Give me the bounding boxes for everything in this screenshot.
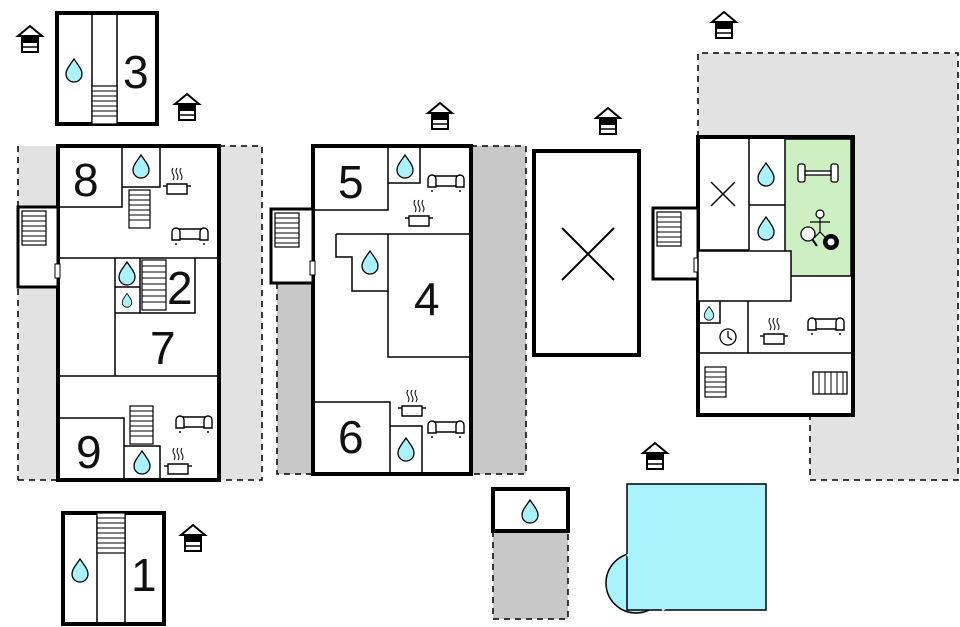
stairs-icon xyxy=(128,189,151,229)
stairs-icon xyxy=(91,85,118,125)
stairs-icon xyxy=(129,405,154,445)
building-bath xyxy=(491,487,570,533)
unit-label-7: 7 xyxy=(150,322,176,374)
unit-label-1: 1 xyxy=(131,549,157,601)
stairs-icon xyxy=(21,210,47,246)
building-left: 8 2 7 9 xyxy=(16,144,221,482)
building-right xyxy=(651,135,855,417)
clock-icon xyxy=(719,328,737,346)
terraces xyxy=(17,52,959,620)
building-crossed xyxy=(532,149,641,357)
unit-label-6: 6 xyxy=(338,411,364,463)
stairs-icon xyxy=(96,512,126,554)
cross-icon xyxy=(710,181,736,207)
house-icon xyxy=(711,11,737,39)
dumbbell-icon xyxy=(797,163,839,183)
house-icon xyxy=(427,102,453,130)
house-icon xyxy=(642,442,668,470)
house-icon xyxy=(174,93,200,121)
unit-3-block: 3 xyxy=(55,11,159,126)
unit-label-3: 3 xyxy=(123,46,149,98)
gym-room xyxy=(784,138,852,277)
stairs-icon xyxy=(141,259,167,311)
billiard-ball-icon xyxy=(823,234,839,250)
pool xyxy=(605,483,767,614)
building-middle: 5 4 6 xyxy=(269,144,473,476)
radiator-icon xyxy=(812,371,848,395)
table-football-icon xyxy=(810,209,830,239)
unit-label-5: 5 xyxy=(338,156,364,208)
unit-1-block: 1 xyxy=(61,511,166,626)
unit-label-9: 9 xyxy=(76,426,102,478)
house-icon xyxy=(595,107,621,135)
unit-label-4: 4 xyxy=(414,273,440,325)
house-icon xyxy=(17,25,43,53)
unit-label-8: 8 xyxy=(73,154,99,206)
stairs-icon xyxy=(274,212,300,248)
cross-icon xyxy=(561,227,615,281)
stairs-icon xyxy=(656,211,682,247)
unit-label-2: 2 xyxy=(167,262,193,314)
table-tennis-icon xyxy=(800,226,818,247)
house-icon xyxy=(180,524,206,552)
stairs-icon xyxy=(704,366,727,398)
